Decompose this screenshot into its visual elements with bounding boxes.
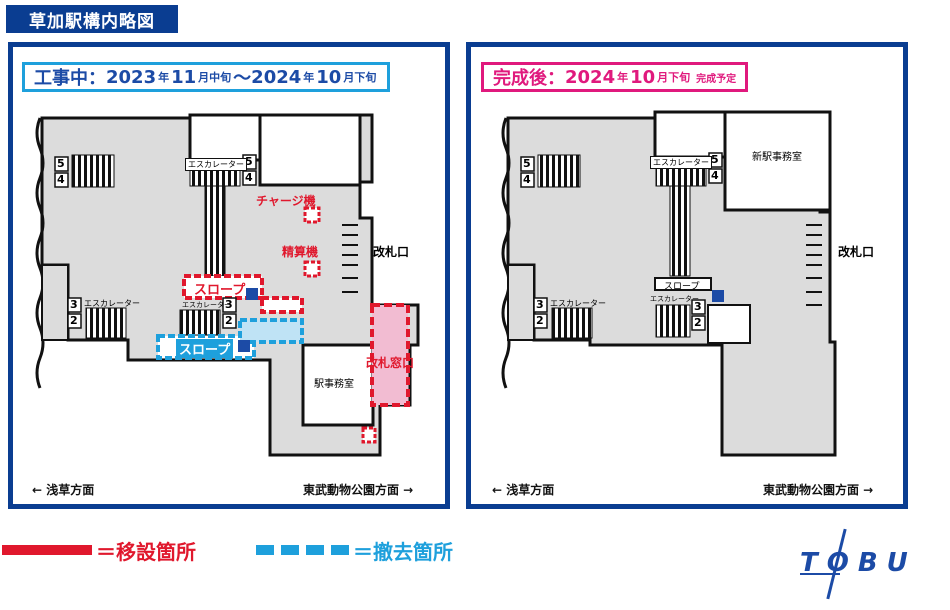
right-stairs-lower-left [551,307,593,339]
num-5-escalator: 5 [245,155,253,168]
station-office-label: 駅事務室 [314,379,354,390]
escalator-lower [179,309,221,336]
r-num-4-escalator: 4 [711,169,719,182]
legend-blue-dashes [256,545,349,555]
legend-removal: ＝撤去箇所 [256,535,453,565]
ticket-gates-right [806,224,822,306]
r-num-5-topleft: 5 [523,157,531,170]
right-upper-room [653,110,727,159]
r-escalator-lower-mid-label: エスカレーター [650,295,699,303]
r-ticket-gate-label: 改札口 [838,245,875,259]
charge-machine-label: チャージ機 [256,194,316,208]
right-lower-block [507,264,535,341]
r-escalator-top-label: エスカレーター [650,156,712,169]
left-wavy-edge [35,117,45,389]
direction-asakusa-right: ← 浅草方面 [492,483,555,497]
right-wavy-edge [501,117,511,389]
legend-red-line [2,545,92,555]
wheelchair-icon-right [712,290,724,302]
num-4-topleft: 4 [57,173,65,186]
page-title: 草加駅構内略図 [6,5,178,33]
removed-slope-path [238,318,304,344]
stairs-top-left [71,154,115,188]
num-2-lowermid: 2 [225,314,233,327]
ticket-window-label: 改札窓口 [366,356,415,370]
num-4-escalator: 4 [245,171,253,184]
r-num-4-topleft: 4 [523,173,531,186]
right-slope-box [654,277,712,291]
new-slope-path [260,296,304,314]
stairs-lower-left [85,307,127,339]
fare-machine-marker [303,260,321,278]
num-2-lowerleft: 2 [70,314,78,327]
ticket-gates-left [342,224,358,293]
fare-machine-label: 精算機 [282,245,319,259]
r-num-2-lowerleft: 2 [536,314,544,327]
escalator-top-label: エスカレーター [185,158,247,171]
wheelchair-icon-new [246,288,258,300]
right-escalator-lower [655,304,691,338]
legend-relocation-text: ＝移設箇所 [96,539,196,564]
wheelchair-icon-removed [238,340,250,352]
charge-machine-marker [303,206,321,224]
tobu-logo: TOBU [800,548,917,578]
lower-machine-marker [361,426,377,444]
right-escalator-shaft [669,185,691,277]
right-escalator-top [655,167,707,187]
ticket-gate-label-left: 改札口 [373,245,410,259]
direction-tobu-zoo-right: 東武動物公園方面 → [763,483,874,497]
legend-removal-text: ＝撤去箇所 [353,539,453,564]
right-slope-corridor [707,304,751,344]
r-slope-label: スロープ [664,282,700,292]
r-escalator-lower-left-label: エスカレーター [550,299,606,308]
r-num-3-lowerleft: 3 [536,298,544,311]
num-3-lowermid: 3 [225,298,233,311]
num-5-topleft: 5 [57,157,65,170]
ticket-window-area [370,303,410,407]
logo-underline [800,573,840,575]
escalator-lower-left-label: エスカレーター [84,299,140,308]
right-new-office [723,110,832,212]
r-num-2-lowermid: 2 [694,316,702,329]
r-num-3-lowermid: 3 [694,300,702,313]
r-new-office-label: 新駅事務室 [752,152,802,163]
right-stairs-top-left [537,154,581,188]
slope-removed-label: スロープ [176,339,234,358]
r-num-5-escalator: 5 [711,153,719,166]
slope-new-label: スロープ [194,283,246,298]
num-3-lowerleft: 3 [70,298,78,311]
left-upper-room-right [258,113,362,187]
left-station-office [301,343,375,427]
new-slope-box [182,274,264,300]
direction-tobu-zoo-left: 東武動物公園方面 → [303,483,414,497]
left-number-boxes [54,154,257,329]
escalator-lower-mid-label: エスカレーター [182,301,231,309]
right-number-boxes [520,152,723,331]
legend-relocation: ＝移設箇所 [2,535,196,565]
direction-asakusa-left: ← 浅草方面 [32,483,95,497]
left-lower-left-block [41,264,69,341]
